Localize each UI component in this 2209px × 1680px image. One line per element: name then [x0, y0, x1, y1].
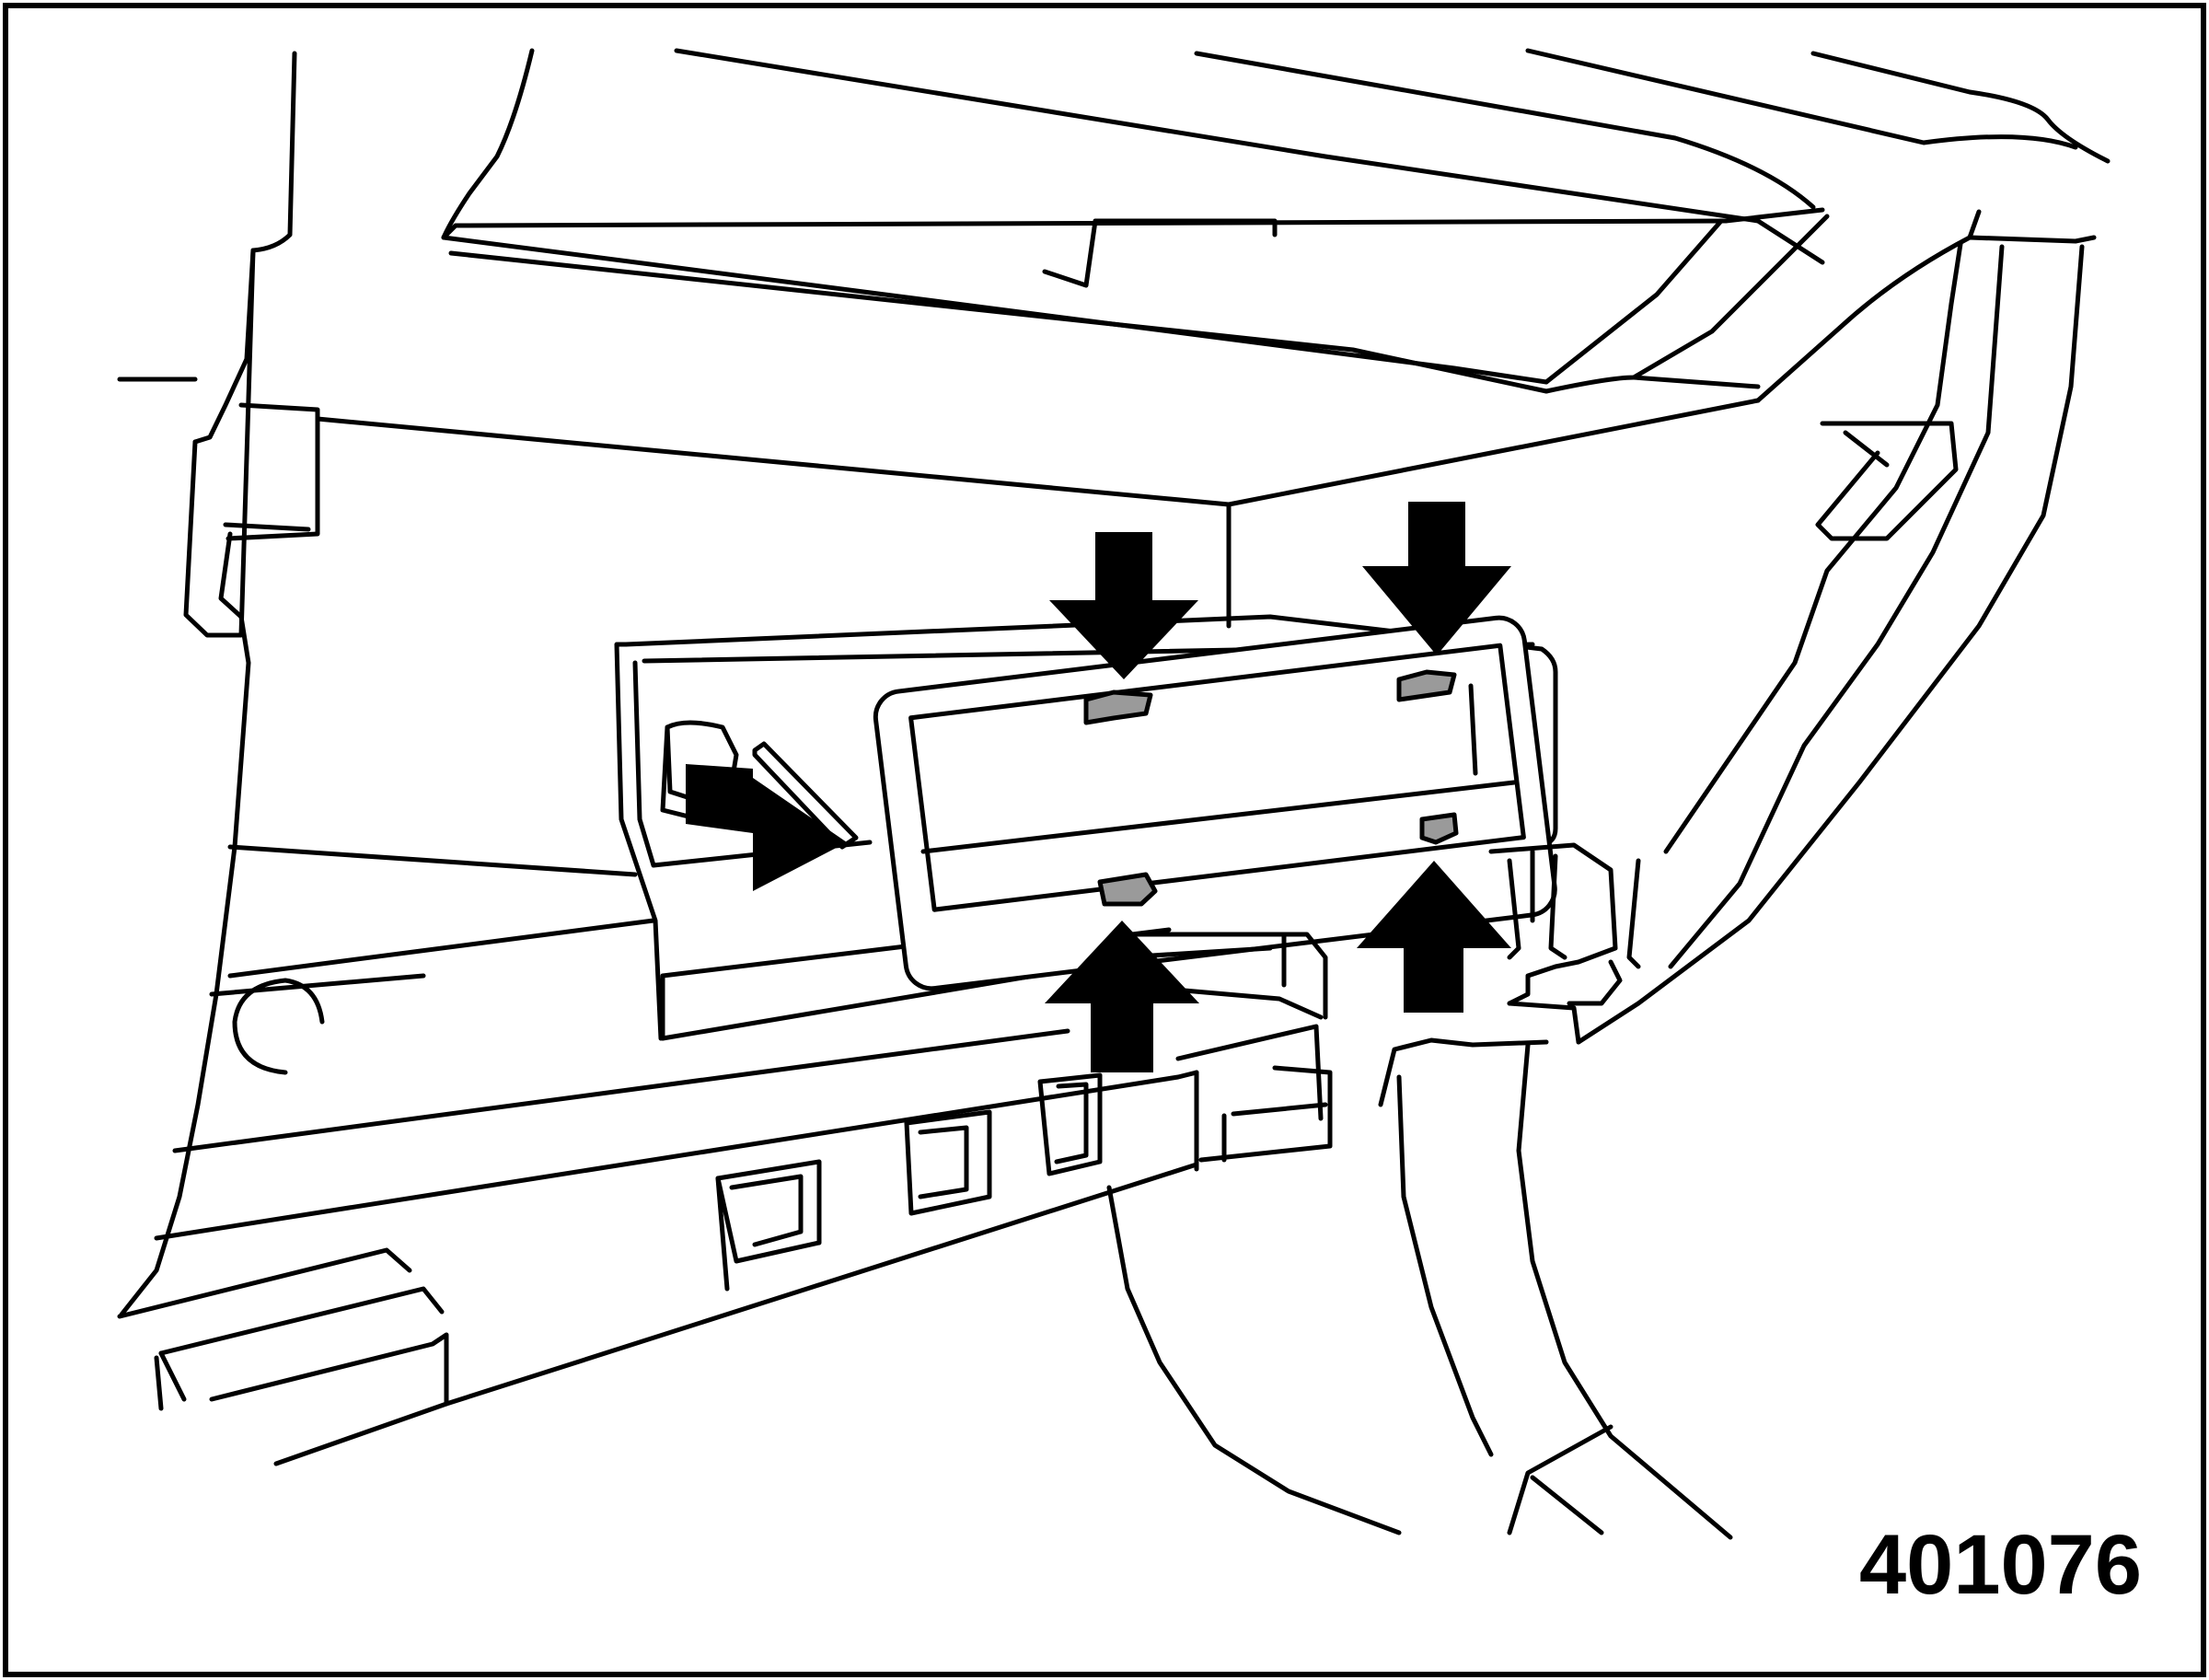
arrow-down-icon	[1049, 532, 1198, 679]
top-right-clip	[1396, 669, 1457, 702]
lower-right-panel	[1106, 842, 1733, 1540]
lid-outer-frame	[873, 615, 1557, 991]
bottom-right-clip	[1419, 812, 1459, 845]
upper-dash-panel	[441, 48, 2111, 394]
arrow-group	[686, 502, 1511, 1072]
arrow-up-icon	[1357, 861, 1511, 1013]
bottom-left-clip	[1097, 872, 1158, 907]
glove-box-panel	[315, 209, 2097, 1045]
arrow-down-icon	[1362, 502, 1511, 655]
arrow-up-icon	[1045, 921, 1199, 1072]
arrow-right-icon	[686, 764, 847, 891]
left-side-panel	[117, 51, 320, 1317]
left-knob	[232, 978, 325, 1075]
figure-code-label: 401076	[1859, 1518, 2142, 1612]
clip-group	[1083, 669, 1459, 907]
lower-dash	[117, 918, 1333, 1466]
top-left-clip	[1083, 689, 1153, 725]
